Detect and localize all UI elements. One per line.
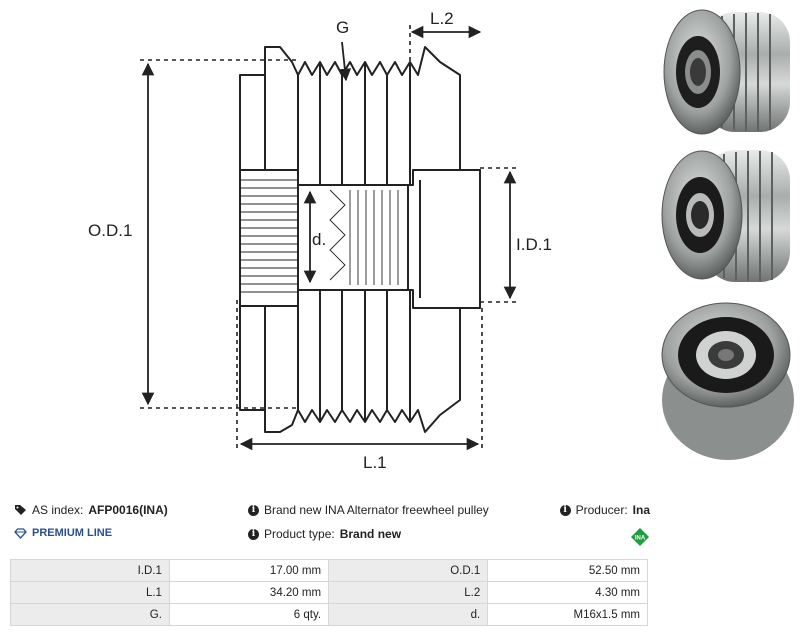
label-od1: O.D.1 [88,221,132,240]
premium-line-label: PREMIUM LINE [32,527,113,539]
producer-label: Producer: [575,503,628,517]
pulley-cross-section-diagram: G L.2 O.D.1 I.D.1 d. L.1 [88,9,552,472]
info-row-2: PREMIUM LINE i Product type: Brand new I… [14,527,650,551]
producer: i Producer: Ina [559,503,650,517]
diamond-icon [14,527,27,539]
label-id1: I.D.1 [516,235,552,254]
product-type-label: Product type: [264,527,335,541]
table-row: G. 6 qty. d. M16x1.5 mm [10,603,648,626]
as-index-value: AFP0016(INA) [88,503,168,517]
premium-line: PREMIUM LINE [14,527,112,539]
info-row-1: AS index: AFP0016(INA) i Brand new INA A… [14,503,650,527]
table-row: I.D.1 17.00 mm O.D.1 52.50 mm [10,559,648,582]
producer-value: Ina [632,503,650,517]
pulley-photo-back [661,302,794,460]
info-icon: i [248,528,259,540]
spec-label: L.2 [328,581,489,604]
spec-label: L.1 [10,581,170,604]
product-type: i Product type: Brand new [248,527,401,541]
spec-value: M16x1.5 mm [487,603,648,626]
product-type-value: Brand new [339,527,402,541]
spec-value: 34.20 mm [168,581,330,604]
ina-logo-text: INA [635,536,646,542]
table-row: L.1 34.20 mm L.2 4.30 mm [10,581,648,604]
as-index: AS index: AFP0016(INA) [14,503,168,517]
pulley-photo-front [661,150,790,282]
description-text: Brand new INA Alternator freewheel pulle… [264,503,489,517]
pulley-photo-side [663,9,790,135]
specification-table: I.D.1 17.00 mm O.D.1 52.50 mm L.1 34.20 … [10,559,648,626]
spec-value: 6 qty. [168,603,330,626]
label-l2: L.2 [430,9,454,28]
ina-logo-icon: INA [631,528,649,546]
info-icon: i [248,504,259,516]
product-info: AS index: AFP0016(INA) i Brand new INA A… [14,503,650,551]
info-icon: i [559,504,571,516]
spec-value: 52.50 mm [487,559,648,582]
tags-icon [14,504,27,516]
label-l1: L.1 [363,453,387,472]
technical-drawing: G L.2 O.D.1 I.D.1 d. L.1 [88,9,552,472]
spec-value: 17.00 mm [168,559,330,582]
product-photos [650,0,800,490]
producer-logo: INA [630,527,650,547]
as-index-label: AS index: [32,503,84,517]
spec-label: I.D.1 [10,559,170,582]
spec-label: O.D.1 [328,559,489,582]
description: i Brand new INA Alternator freewheel pul… [248,503,489,517]
label-g: G [336,18,349,37]
label-d: d. [312,230,326,249]
spec-label: d. [328,603,489,626]
spec-value: 4.30 mm [487,581,648,604]
spec-label: G. [10,603,170,626]
